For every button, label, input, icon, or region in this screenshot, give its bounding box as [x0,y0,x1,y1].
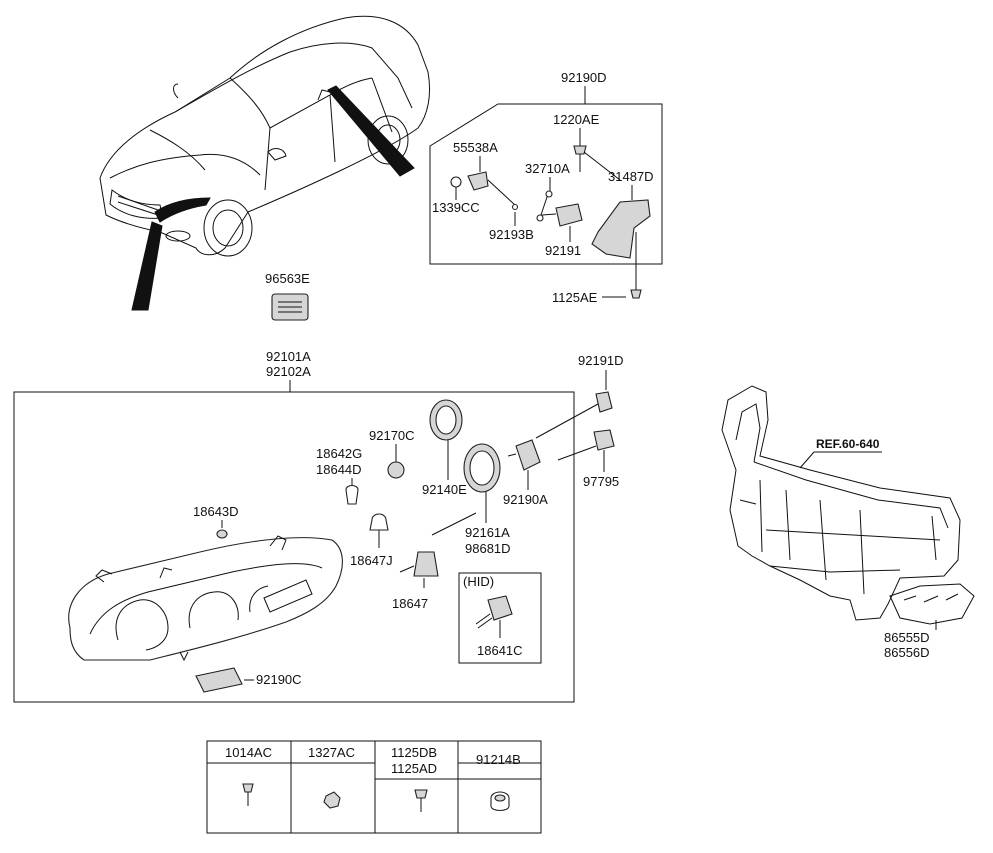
label-98681D: 98681D [465,541,511,556]
fastener-table: 1014AC 1327AC 1125DB 1125AD 91214B [206,740,542,834]
label-92190C: 92190C [256,672,302,687]
label-92191D: 92191D [578,353,624,368]
label-55538A: 55538A [453,140,498,155]
label-1339CC: 1339CC [432,200,480,215]
label-18641C: 18641C [477,643,523,658]
nut-icon [323,791,341,809]
car-illustration [99,15,431,311]
label-92101A: 92101A [266,349,311,364]
table-header-1014AC: 1014AC [225,745,272,760]
table-header-1327AC: 1327AC [308,745,355,760]
label-31487D: 31487D [608,169,654,184]
label-ref-60-640: REF.60-640 [816,437,880,451]
label-hid: (HID) [463,574,494,589]
label-92140E: 92140E [422,482,467,497]
label-92190D: 92190D [561,70,607,85]
label-1125AE: 1125AE [552,290,598,305]
screw-icon [414,789,428,799]
label-92161A: 92161A [465,525,510,540]
label-92193B: 92193B [489,227,534,242]
label-32710A: 32710A [525,161,570,176]
label-1220AE: 1220AE [553,112,600,127]
label-92170C: 92170C [369,428,415,443]
label-18644D: 18644D [316,462,362,477]
label-92190A: 92190A [503,492,548,507]
table-header-1125DB: 1125DB [391,745,437,760]
bolt-icon [242,783,254,793]
label-18643D: 18643D [193,504,239,519]
label-97795: 97795 [583,474,619,489]
label-18647J: 18647J [350,553,393,568]
sensor-group: 92190D 1220AE 55538A 32710A 31487D 1339C… [429,70,663,305]
label-92191: 92191 [545,243,581,258]
label-86556D: 86556D [884,645,930,660]
label-92102A: 92102A [266,364,311,379]
caution-label-group: 96563E [265,271,310,321]
front-panel-group: REF.60-640 86555D 86556D [721,385,975,660]
hid-inset [458,572,542,664]
table-header-91214B: 91214B [476,752,521,767]
table-header-1125AD: 1125AD [391,761,437,776]
headlamp-housing [68,537,343,661]
label-18647: 18647 [392,596,428,611]
label-18642G: 18642G [316,446,362,461]
label-86555D: 86555D [884,630,930,645]
headlamp-assembly-group: 92101A 92102A 92191D 92170C 18642G 18644… [13,349,624,703]
label-96563E: 96563E [265,271,310,286]
